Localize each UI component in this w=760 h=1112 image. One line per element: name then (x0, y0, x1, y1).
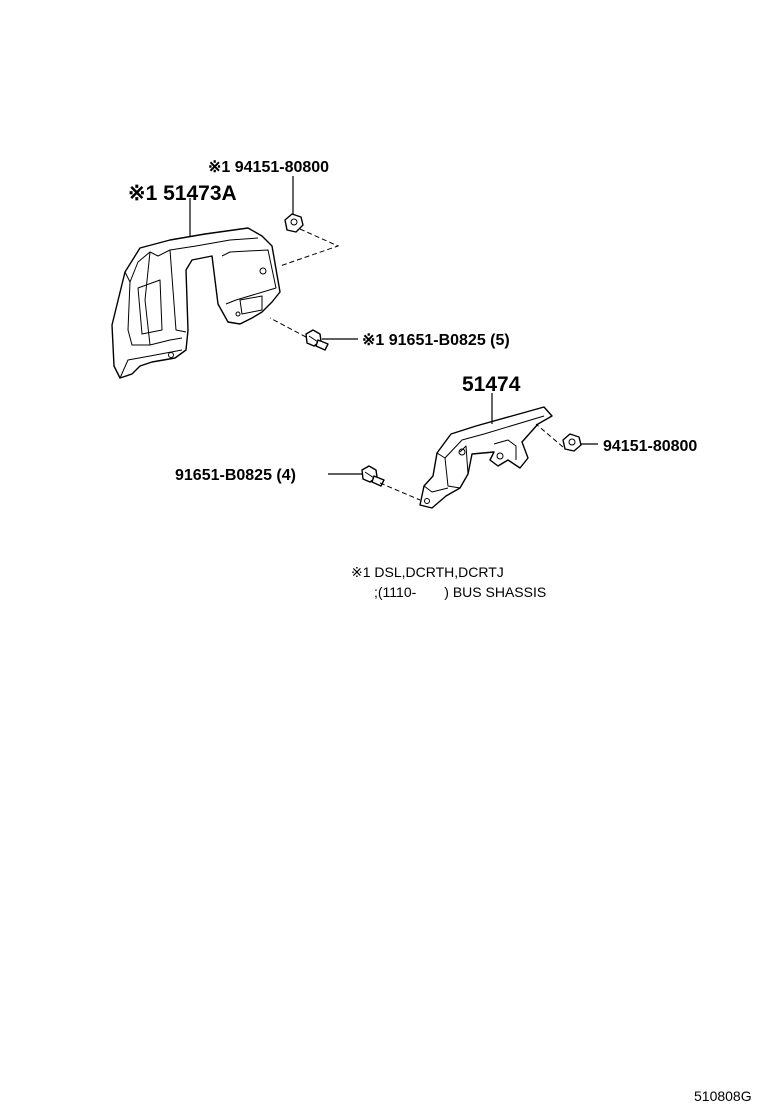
nut-right[interactable] (562, 433, 582, 452)
callout-fender-front: ※1 51473A (128, 182, 237, 205)
callout-nut-right: 94151-80800 (603, 438, 697, 455)
callout-bolt-rear: 91651-B0825 (4) (175, 467, 296, 484)
dash-nut-right (535, 423, 564, 448)
footnote-line1: ※1 DSL,DCRTH,DCRTJ (351, 564, 504, 580)
bolt-rear[interactable] (361, 465, 385, 487)
dash-bolt-front (269, 317, 307, 338)
callout-fender-rear: 51474 (462, 373, 521, 396)
callout-bolt-front: ※1 91651-B0825 (5) (362, 332, 510, 349)
fender-liner-front[interactable] (111, 227, 281, 379)
diagram-code: 510808G (694, 1088, 752, 1104)
callout-nut-top: ※1 94151-80800 (208, 159, 329, 176)
nut-top[interactable] (284, 213, 304, 233)
fender-liner-rear[interactable] (419, 406, 553, 509)
footnote-line2: ;(1110- ) BUS SHASSIS (374, 584, 546, 600)
dash-nut-top (279, 228, 340, 267)
dash-bolt-rear (379, 482, 421, 501)
bolt-front[interactable] (305, 329, 329, 351)
